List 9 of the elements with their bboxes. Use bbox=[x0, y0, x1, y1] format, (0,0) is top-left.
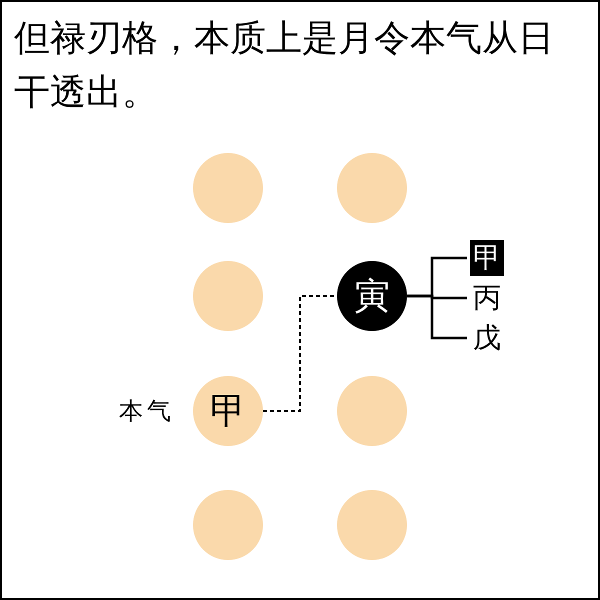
dashed-connector bbox=[263, 295, 337, 412]
character: 戊 bbox=[470, 320, 504, 356]
side-label: 本气 bbox=[119, 396, 175, 426]
circle: 甲 bbox=[193, 376, 263, 446]
highlighted-character: 甲 bbox=[470, 240, 504, 276]
title: 但禄刃格，本质上是月令本气从日干透出。 bbox=[14, 17, 555, 115]
circle: 寅 bbox=[337, 261, 407, 331]
bracket-line bbox=[407, 294, 467, 340]
character: 丙 bbox=[470, 280, 504, 316]
